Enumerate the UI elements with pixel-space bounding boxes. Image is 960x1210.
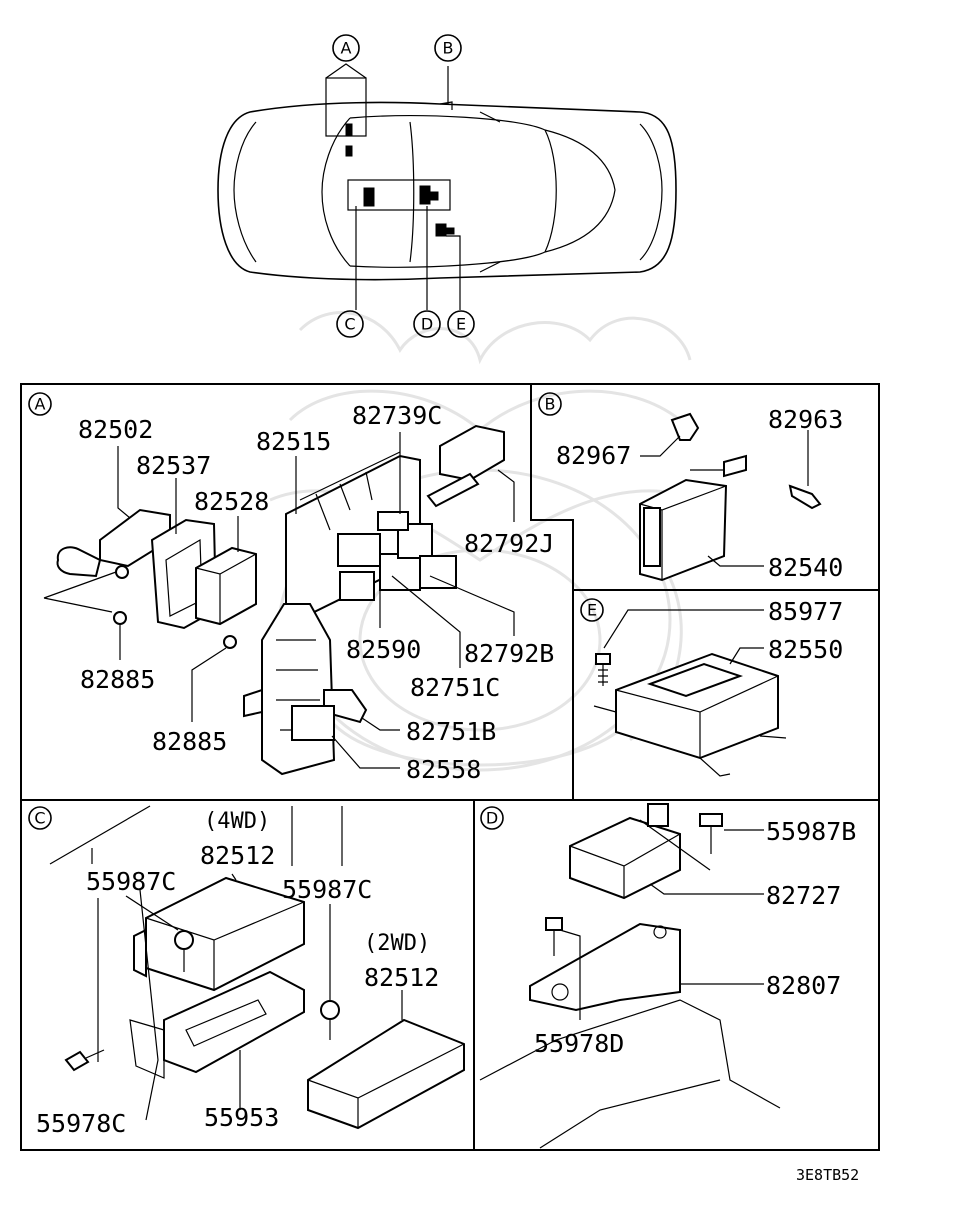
panel-letter: A xyxy=(35,395,46,414)
part-label-55978D: 55978D xyxy=(534,1029,624,1058)
part-label-82550: 82550 xyxy=(768,635,843,664)
control-unit-2wd-part xyxy=(307,1018,465,1130)
bolt-part xyxy=(595,653,611,665)
diagram-code: 3E8TB52 xyxy=(796,1166,859,1184)
part-label-82885: 82885 xyxy=(80,665,155,694)
part-label-55953: 55953 xyxy=(204,1103,279,1132)
part-label-82558: 82558 xyxy=(406,755,481,784)
part-label-55978C: 55978C xyxy=(36,1109,126,1138)
sensor-module-part xyxy=(615,652,779,760)
part-label-82727: 82727 xyxy=(766,881,841,910)
part-label-55987C: 55987C xyxy=(86,867,176,896)
callout-D: D xyxy=(413,310,441,338)
part-label-82540: 82540 xyxy=(768,553,843,582)
part-label-82515: 82515 xyxy=(256,427,331,456)
panel-D: D 55987B 82727 82807 55978D xyxy=(479,803,856,1149)
clip-part xyxy=(670,412,700,441)
car-overview xyxy=(217,63,677,310)
callout-letter: E xyxy=(456,315,466,334)
part-label-82751B: 82751B xyxy=(406,717,496,746)
part-label-82807: 82807 xyxy=(766,971,841,1000)
part-label-85977: 85977 xyxy=(768,597,843,626)
panel-E: E 85977 82550 xyxy=(580,597,843,777)
part-label-55987C: 55987C xyxy=(282,875,372,904)
car-body-outline xyxy=(217,101,677,281)
panel-C: C (4WD) 82512 55987C 55987C xyxy=(28,805,465,1138)
panel-letter: C xyxy=(34,809,45,828)
callout-E: E xyxy=(447,310,475,338)
part-label-82963: 82963 xyxy=(768,405,843,434)
callout-letter: B xyxy=(443,39,454,58)
panel-letter: D xyxy=(486,809,498,828)
relay-bracket-part xyxy=(439,424,505,482)
part-label-82739C: 82739C xyxy=(352,401,442,430)
part-label-82792J: 82792J xyxy=(464,529,554,558)
panel-frames xyxy=(20,383,880,1151)
part-label-82537: 82537 xyxy=(136,451,211,480)
screw-part xyxy=(788,484,822,510)
part-label-82967: 82967 xyxy=(556,441,631,470)
part-label-55987B: 55987B xyxy=(766,817,856,846)
relay-82558-part xyxy=(291,705,335,741)
callout-letter: A xyxy=(341,39,352,58)
part-label-82792B: 82792B xyxy=(464,639,554,668)
part-label-82528: 82528 xyxy=(194,487,269,516)
callout-A: A xyxy=(332,34,360,62)
callout-C: C xyxy=(336,310,364,338)
part-label-82512: 82512 xyxy=(200,841,275,870)
part-label-82512: 82512 xyxy=(364,963,439,992)
variant-label-4wd: (4WD) xyxy=(204,809,270,834)
relay-part xyxy=(337,533,381,567)
panel-A: A xyxy=(28,392,554,784)
bracket-55953-part xyxy=(163,970,305,1074)
part-label-82885: 82885 xyxy=(152,727,227,756)
module-part xyxy=(195,546,257,626)
variant-label-2wd: (2WD) xyxy=(364,931,430,956)
panel-letter: E xyxy=(587,601,597,620)
callout-B: B xyxy=(434,34,462,62)
part-label-82502: 82502 xyxy=(78,415,153,444)
sensor-82727-part xyxy=(569,816,681,900)
panel-B: B 82963 82967 82540 xyxy=(538,392,843,582)
callout-letter: D xyxy=(421,315,433,334)
part-label-82590: 82590 xyxy=(346,635,421,664)
part-label-82751C: 82751C xyxy=(410,673,500,702)
panel-letter: B xyxy=(545,395,556,414)
callout-letter: C xyxy=(344,315,355,334)
